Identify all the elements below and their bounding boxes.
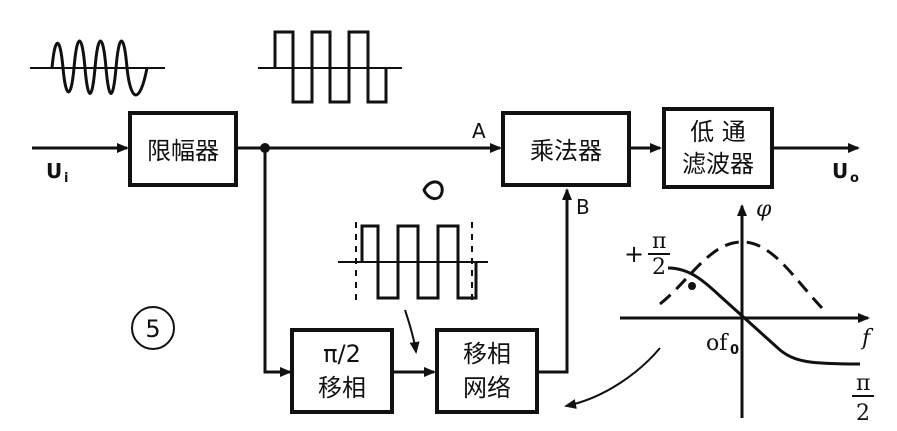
shifter-label-line1: π/2 xyxy=(323,340,361,368)
limiter-block: 限幅器 xyxy=(128,111,238,187)
shifter-label-line2: 移相 xyxy=(318,374,366,402)
path-to-port-b xyxy=(537,188,572,374)
port-a-label: A xyxy=(472,119,486,143)
f-axis-label: f xyxy=(860,326,874,351)
waveform-pointer-arrow xyxy=(404,309,420,354)
port-b-label: B xyxy=(576,195,590,219)
lowpass-filter-block: 低 通 滤波器 xyxy=(662,107,774,189)
phase-plot: φ f of 0 + π 2 π 2 xyxy=(564,197,874,426)
center-frequency-subscript: 0 xyxy=(730,343,739,358)
multiplier-label: 乘法器 xyxy=(530,137,602,165)
pi-top-denominator: 2 xyxy=(652,255,666,280)
lowpass-label-line1: 低 通 xyxy=(690,118,746,146)
shifted-square-waveform xyxy=(338,180,488,300)
pi-bottom-numerator: π xyxy=(856,371,870,396)
limiter-label: 限幅器 xyxy=(147,137,219,165)
phase-curve xyxy=(667,266,861,366)
pi-bottom-denominator: 2 xyxy=(856,401,870,426)
phi-axis-label: φ xyxy=(756,197,772,222)
phase-network-block: 移相 网络 xyxy=(435,328,539,414)
lowpass-label-line2: 滤波器 xyxy=(682,150,754,178)
pi-half-shifter-block: π/2 移相 xyxy=(290,328,394,414)
square-waveform xyxy=(258,30,402,104)
output-subscript: o xyxy=(850,171,859,186)
network-label-line1: 移相 xyxy=(463,340,511,368)
infinity-symbol xyxy=(422,180,444,200)
fm-waveform xyxy=(30,39,165,97)
input-subscript: i xyxy=(64,171,68,186)
input-label: U xyxy=(46,159,62,183)
phase-curve-point xyxy=(688,282,696,290)
branch-to-shifter xyxy=(263,148,292,377)
output-label: U xyxy=(832,159,848,183)
center-frequency-label: of xyxy=(706,331,729,356)
figure-number-text: 5 xyxy=(145,315,160,343)
pi-top-numerator: π xyxy=(652,229,666,254)
multiplier-block: 乘法器 xyxy=(501,111,631,187)
network-label-line2: 网络 xyxy=(463,374,511,402)
sweep-arrow xyxy=(564,347,661,409)
plus-sign: + xyxy=(624,240,644,268)
amplitude-curve xyxy=(659,240,824,310)
figure-number: 5 xyxy=(131,306,175,350)
